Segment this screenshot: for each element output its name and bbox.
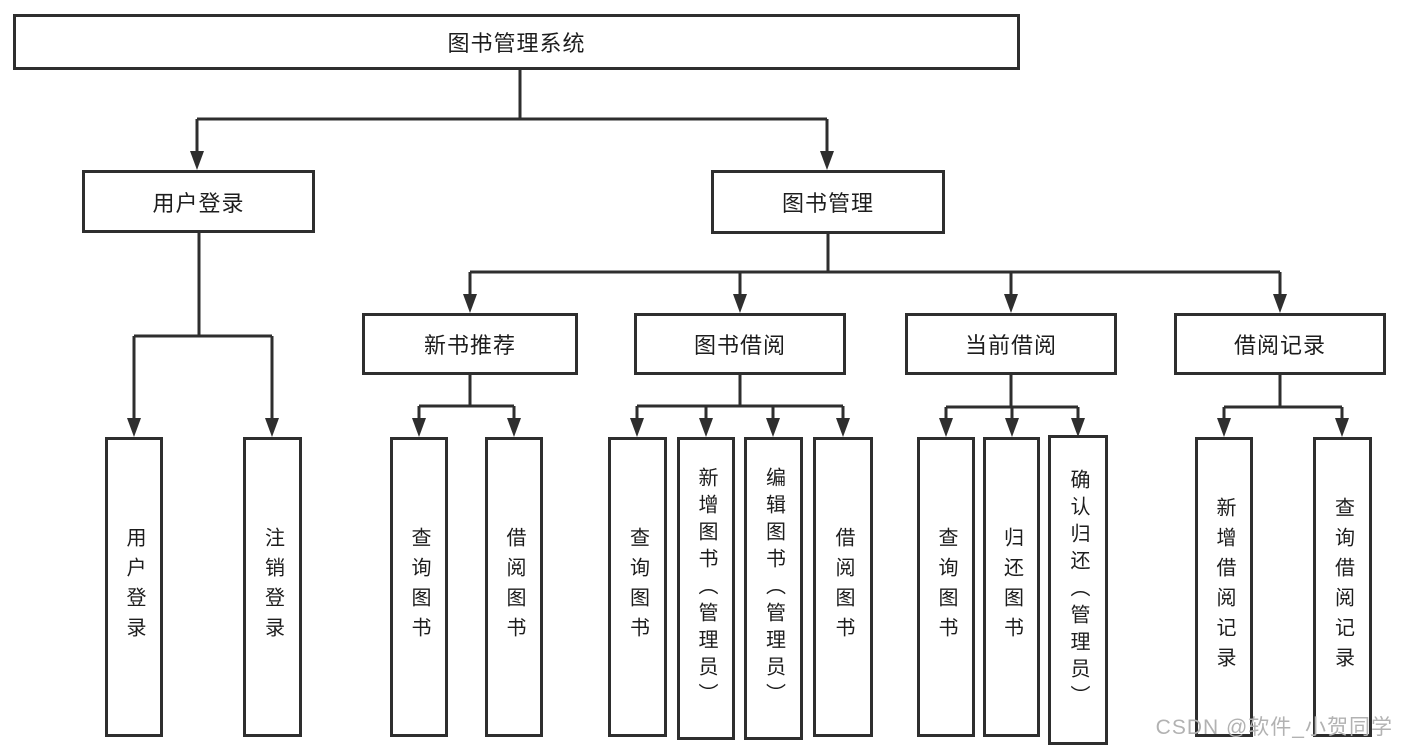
leaf-borrow-edit-book-admin-label: 编辑图书（管理员） <box>762 467 785 710</box>
node-current-borrow: 当前借阅 <box>905 313 1117 375</box>
node-user-login-label: 用户登录 <box>152 190 245 216</box>
leaf-borrow-query-book-label: 查询图书 <box>626 527 649 647</box>
leaf-current-query-book-label: 查询图书 <box>935 527 957 647</box>
leaf-borrow-edit-book-admin: 编辑图书（管理员） <box>744 437 803 740</box>
arrow-down <box>820 151 834 170</box>
leaf-record-query-borrow-record: 查询借阅记录 <box>1313 437 1372 737</box>
leaf-borrow-borrow-book: 借阅图书 <box>813 437 873 737</box>
arrow-down <box>699 418 713 437</box>
leaf-newbook-borrow-book-label: 借阅图书 <box>503 527 525 647</box>
node-root-label: 图书管理系统 <box>447 31 586 56</box>
arrow-down <box>733 294 747 313</box>
node-book-borrow: 图书借阅 <box>634 313 846 375</box>
arrow-down <box>836 418 850 437</box>
leaf-newbook-query-book: 查询图书 <box>390 437 448 737</box>
leaf-record-query-borrow-record-label: 查询借阅记录 <box>1331 497 1354 677</box>
leaf-current-return-book: 归还图书 <box>983 437 1040 737</box>
node-root: 图书管理系统 <box>13 14 1020 70</box>
leaf-record-add-borrow-record-label: 新增借阅记录 <box>1213 497 1235 677</box>
connector-borrowrecord-to-leaves <box>1222 375 1344 420</box>
node-book-management-label: 图书管理 <box>781 191 874 216</box>
leaf-borrow-add-book-admin: 新增图书（管理员） <box>677 437 735 740</box>
leaf-current-confirm-return-admin: 确认归还（管理员） <box>1048 435 1108 745</box>
csdn-watermark: CSDN @软件_小贺同学 <box>1155 716 1393 739</box>
arrow-down <box>939 418 953 437</box>
leaf-user-login: 用户登录 <box>105 437 163 737</box>
connector-root-to-level2 <box>195 70 829 153</box>
connector-userlogin-to-leaves <box>132 233 274 420</box>
arrow-down <box>1005 418 1019 437</box>
leaf-newbook-query-book-label: 查询图书 <box>408 527 430 647</box>
arrow-down <box>412 418 426 437</box>
arrow-down <box>1217 418 1231 437</box>
arrow-down <box>265 418 279 437</box>
arrow-down <box>127 418 141 437</box>
node-borrow-record-label: 借阅记录 <box>1233 333 1326 358</box>
arrow-down <box>1335 418 1349 437</box>
arrow-down <box>463 294 477 313</box>
leaf-logout-login-label: 注销登录 <box>261 527 284 647</box>
leaf-current-confirm-return-admin-label: 确认归还（管理员） <box>1067 468 1089 712</box>
node-new-book-recommend-label: 新书推荐 <box>423 333 516 358</box>
leaf-current-return-book-label: 归还图书 <box>1000 527 1023 647</box>
leaf-logout-login: 注销登录 <box>243 437 302 737</box>
leaf-borrow-query-book: 查询图书 <box>608 437 667 737</box>
node-borrow-record: 借阅记录 <box>1174 313 1386 375</box>
leaf-newbook-borrow-book: 借阅图书 <box>485 437 543 737</box>
arrow-down <box>190 151 204 170</box>
connector-bookborrow-to-leaves <box>635 375 845 420</box>
node-current-borrow-label: 当前借阅 <box>964 333 1057 358</box>
connector-bookmgmt-to-level3 <box>468 234 1282 296</box>
node-book-management: 图书管理 <box>711 170 945 234</box>
leaf-record-add-borrow-record: 新增借阅记录 <box>1195 437 1253 737</box>
arrow-down <box>507 418 521 437</box>
node-new-book-recommend: 新书推荐 <box>362 313 578 375</box>
arrow-down <box>630 418 644 437</box>
arrow-down <box>1004 294 1018 313</box>
node-book-borrow-label: 图书借阅 <box>693 333 786 358</box>
connector-currentborrow-to-leaves <box>944 375 1080 420</box>
leaf-borrow-borrow-book-label: 借阅图书 <box>832 527 854 647</box>
leaf-borrow-add-book-admin-label: 新增图书（管理员） <box>695 467 717 710</box>
leaf-user-login-label: 用户登录 <box>123 527 145 647</box>
connector-newbook-to-leaves <box>417 375 516 420</box>
node-user-login: 用户登录 <box>82 170 315 233</box>
leaf-current-query-book: 查询图书 <box>917 437 975 737</box>
arrow-down <box>766 418 780 437</box>
arrow-down <box>1273 294 1287 313</box>
